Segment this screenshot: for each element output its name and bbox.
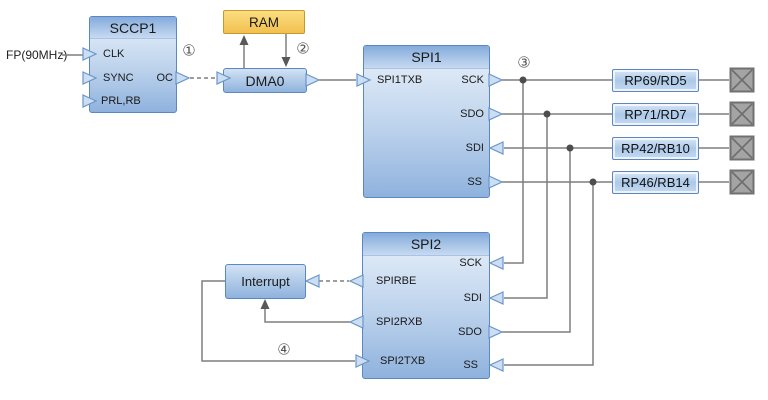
pin-block-label: RP42/RB10 <box>621 141 690 156</box>
pin-label-spi1-sdi: SDI <box>465 142 484 154</box>
pin-label-spi2-sdi: SDI <box>463 292 482 304</box>
pin-block-label: RP69/RD5 <box>624 73 687 88</box>
junction-dot-sdi <box>566 144 574 152</box>
wire-sdo-to-spi2sdi <box>504 114 548 299</box>
block-spi2: SPI2 <box>362 232 490 379</box>
x-icon <box>729 67 755 93</box>
block-sccp1: SCCP1 <box>89 16 177 113</box>
x-icon <box>729 101 755 127</box>
pin-arrow-spi1-sck-out <box>488 73 504 87</box>
junction-dots <box>519 76 597 186</box>
pin-label-spi1-sdo: SDO <box>460 108 484 120</box>
pin-label-spi2-ss: SS <box>463 359 478 371</box>
pin-arrow-spi1-sdo-out <box>488 107 504 121</box>
clock-source-label: FP(90MHz) <box>6 48 68 62</box>
pin-label-spi2-sdo: SDO <box>458 326 482 338</box>
block-interrupt-title: Interrupt <box>241 274 290 289</box>
block-spi1-title: SPI1 <box>364 46 489 69</box>
block-spi2-title: SPI2 <box>363 233 489 256</box>
pin-arrow-spi2-sck-in <box>488 256 504 270</box>
pin-arrow-spi1-ss-out <box>488 175 504 189</box>
block-ram: RAM <box>223 10 305 34</box>
block-ram-title: RAM <box>249 14 279 30</box>
pin-label-spi1-ss: SS <box>467 176 482 188</box>
arrowhead-down-ram-dma0 <box>281 57 291 67</box>
pin-arrow-spi2-ss-in <box>488 358 504 372</box>
wire-spi2sdo-to-sdi <box>502 148 571 333</box>
pin-block-rp71-rd7: RP71/RD7 <box>612 103 699 126</box>
pin-label-spi2-rxb: SPI2RXB <box>376 316 423 328</box>
pin-arrow-spi2-sdi-in <box>488 291 504 305</box>
pin-arrow-interrupt-in <box>304 274 320 288</box>
junction-dot-sdo <box>543 110 551 118</box>
pad-x-box-3 <box>729 135 755 161</box>
junction-dot-ss <box>589 178 597 186</box>
pad-x-box-1 <box>729 67 755 93</box>
pin-arrow-spi1-sdi-in <box>488 141 504 155</box>
pin-arrow-sccp1-oc-out <box>175 71 191 85</box>
pin-label-spi1-txb: SPI1TXB <box>377 74 423 86</box>
x-icon <box>729 169 755 195</box>
annotation-circle-2: ② <box>296 40 310 58</box>
pin-block-label: RP71/RD7 <box>624 107 687 122</box>
block-dma0-title: DMA0 <box>245 72 285 89</box>
pin-label-sccp1-clk: CLK <box>103 48 125 60</box>
pin-block-rp69-rd5: RP69/RD5 <box>612 69 699 92</box>
pad-x-box-2 <box>729 101 755 127</box>
pin-arrow-spi2-sdo-out <box>488 325 504 339</box>
pin-block-rp42-rb10: RP42/RB10 <box>612 137 699 160</box>
wire-sck-to-spi2 <box>504 80 524 264</box>
block-spi1: SPI1 <box>363 45 490 198</box>
pin-label-spi2-txb: SPI2TXB <box>380 355 426 367</box>
annotation-circle-4: ④ <box>277 341 291 359</box>
arrowhead-up-dma0-ram <box>239 35 249 45</box>
pin-label-sccp1-sync: SYNC <box>103 72 134 84</box>
pin-label-spi2-rbe: SPIRBE <box>376 275 417 287</box>
pin-label-sccp1-prlrb: PRL,RB <box>101 95 141 107</box>
x-icon <box>729 135 755 161</box>
block-sccp1-title: SCCP1 <box>90 17 176 39</box>
block-dma0: DMA0 <box>223 68 307 93</box>
wire-ss-to-spi2 <box>504 182 594 366</box>
pin-label-spi1-sck: SCK <box>461 74 484 86</box>
wire-spi2rxb-to-interrupt <box>264 309 350 323</box>
pin-block-rp46-rb14: RP46/RB14 <box>612 171 699 194</box>
pin-block-label: RP46/RB14 <box>621 175 690 190</box>
annotation-circle-3: ③ <box>517 54 531 72</box>
junction-dot-sck <box>519 76 527 84</box>
arrowhead-up-rxb-interrupt <box>260 299 270 309</box>
annotation-circle-1: ① <box>182 42 196 60</box>
pin-label-spi2-sck: SCK <box>459 257 482 269</box>
pin-label-sccp1-oc: OC <box>156 72 174 84</box>
pin-arrow-dma0-out <box>305 73 321 87</box>
pad-x-box-4 <box>729 169 755 195</box>
block-interrupt: Interrupt <box>225 264 306 299</box>
